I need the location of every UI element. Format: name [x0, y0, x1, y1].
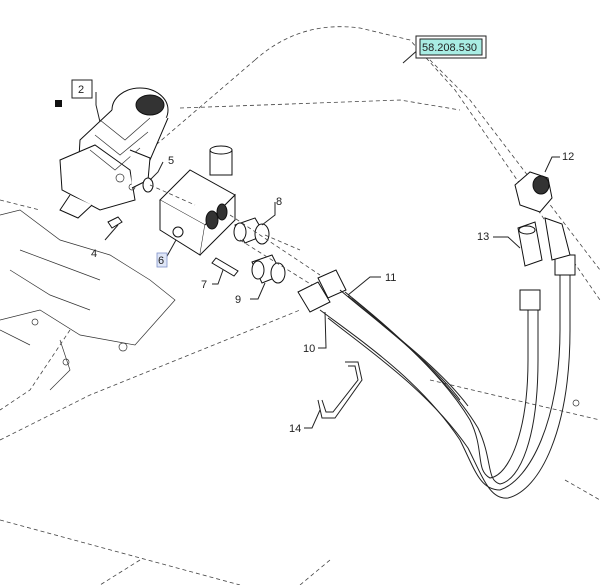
callout-13: 13: [477, 231, 489, 243]
callout-8: 8: [276, 196, 282, 208]
callout-box-2: [71, 79, 93, 99]
callout-9: 9: [235, 294, 241, 306]
callout-2: 2: [78, 84, 84, 96]
o-ring: [142, 177, 154, 193]
callout-4: 4: [91, 248, 97, 260]
assembly-lines: [149, 184, 321, 291]
dust-cap: [514, 171, 553, 213]
callout-12: 12: [562, 151, 574, 163]
key-pin: [104, 216, 123, 241]
callout-10: 10: [303, 343, 315, 355]
callout-5: 5: [168, 155, 174, 167]
mounting-bracket: [0, 209, 580, 407]
callout-6-highlight: [156, 252, 168, 268]
valve-block: [159, 145, 236, 256]
callout-14: 14: [289, 423, 301, 435]
callout-11: 11: [385, 272, 396, 284]
callout-7: 7: [201, 279, 207, 291]
reference-code-tag: 58.208.530: [415, 35, 487, 59]
leader-lines: [95, 47, 560, 429]
connector-pin: [211, 257, 239, 277]
chassis-outline: [0, 26, 601, 585]
adapter-fitting-9: [251, 254, 286, 284]
callout-6: 6: [158, 255, 164, 267]
reference-code: 58.208.530: [422, 42, 477, 54]
adapter-fitting-8: [233, 217, 270, 245]
note-marker-icon: [55, 100, 62, 107]
callout-labels: 2 4 5 6 7 8 9 10 11 12 13 14: [55, 79, 574, 435]
quick-coupling: [517, 217, 571, 267]
hydraulic-motor: [59, 87, 169, 219]
bent-pin: [317, 361, 363, 419]
hose-assembly: [297, 254, 576, 499]
